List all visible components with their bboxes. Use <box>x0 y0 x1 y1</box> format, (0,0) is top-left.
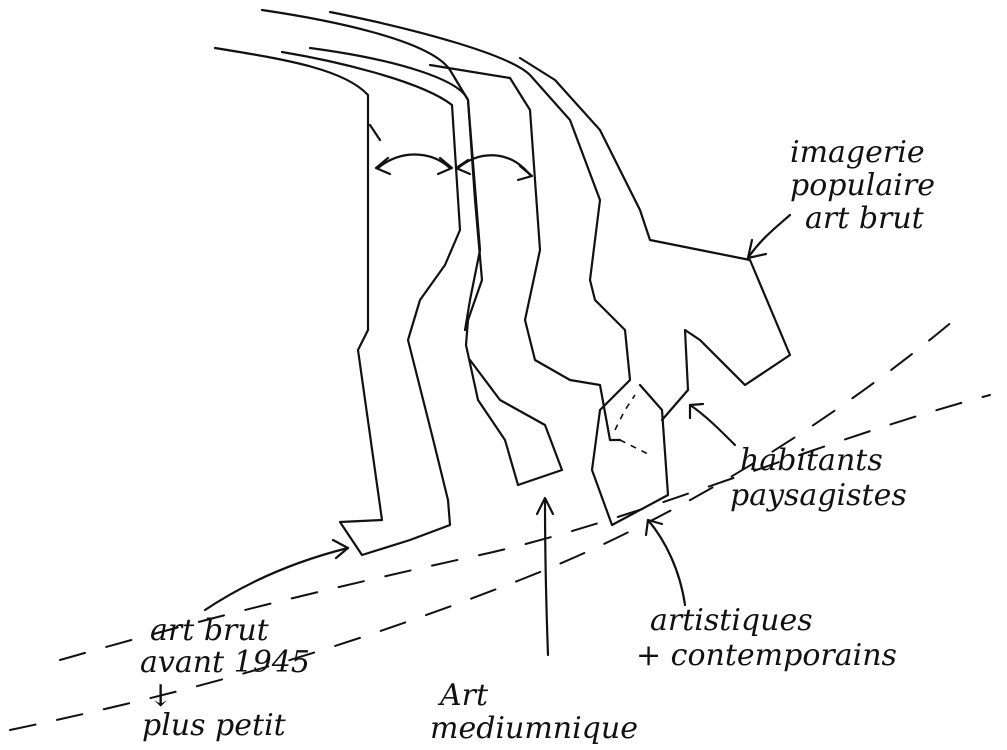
arrow-imagerie <box>748 215 790 258</box>
tick-marks <box>370 125 380 140</box>
arrow-mediumnique <box>537 498 553 655</box>
double-arrow-1 <box>376 155 452 175</box>
label-imagerie: imagerie <box>790 135 925 170</box>
arrow-habitants <box>690 404 735 445</box>
label-art-brut: art brut <box>150 613 270 648</box>
label-populaire: populaire <box>790 168 935 203</box>
arrow-art-brut <box>205 540 348 610</box>
double-arrow-2 <box>456 155 532 180</box>
band-artistes-contemporains <box>330 12 790 525</box>
label-art-brut-top: art brut <box>805 201 925 236</box>
label-art: Art <box>437 678 489 713</box>
label-avant-1945: avant 1945 <box>140 645 310 680</box>
label-plus-petit: plus petit <box>142 708 287 743</box>
label-paysagistes: paysagistes <box>730 478 907 513</box>
band-art-mediumnique <box>310 48 620 485</box>
arrow-artistiques <box>646 520 685 605</box>
label-habitants: habitants <box>740 443 883 478</box>
label-contemporains: + contemporains <box>636 638 897 673</box>
label-artistiques: artistiques <box>650 603 813 638</box>
band-art-brut-1945 <box>215 10 480 555</box>
label-mediumnique: mediumnique <box>430 711 638 746</box>
